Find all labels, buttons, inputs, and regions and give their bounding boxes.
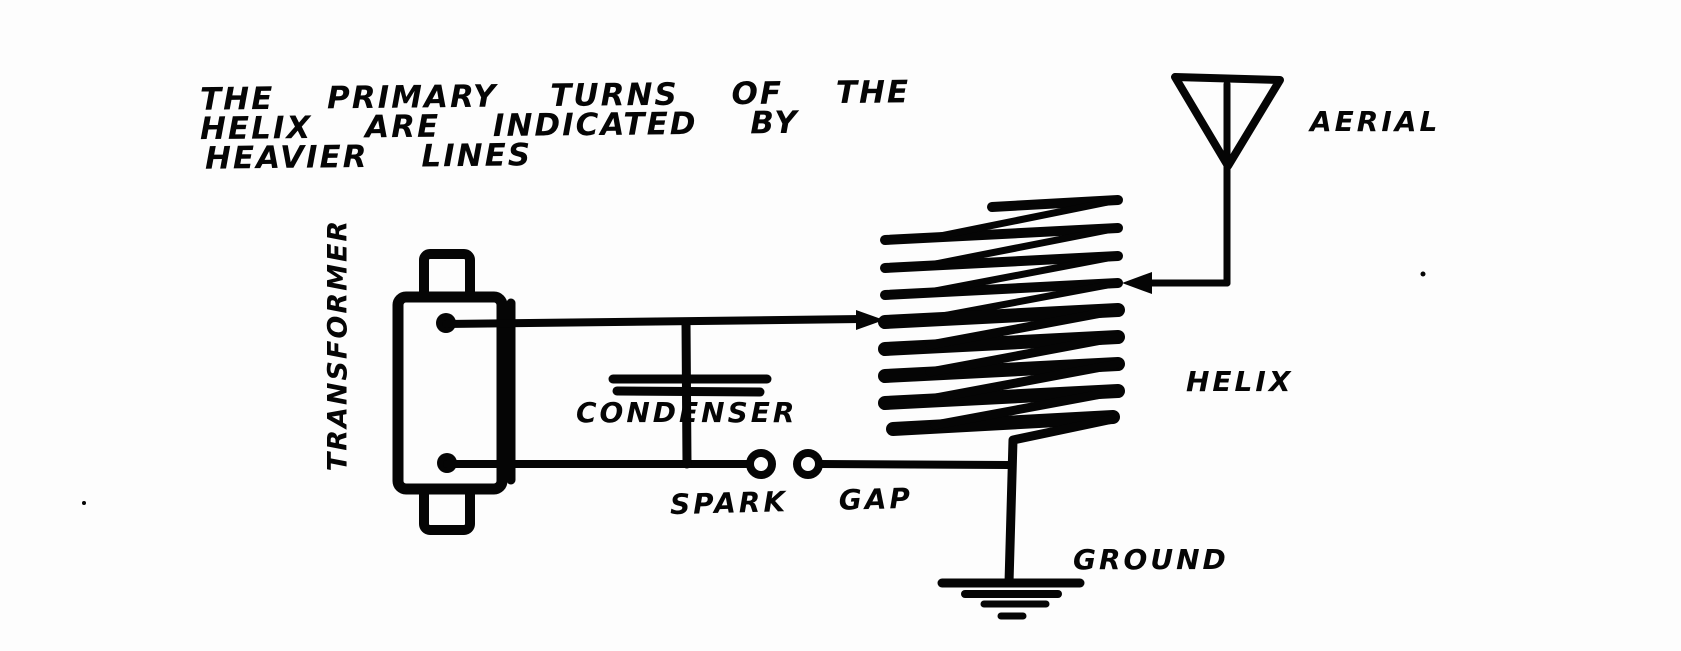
helix-coil-secondary-turns — [880, 195, 1123, 322]
aerial-arrowhead — [1122, 272, 1152, 294]
helix-return-heavy — [925, 332, 1123, 377]
ink-speck — [1420, 271, 1426, 277]
aerial-label: AERIAL — [1310, 105, 1441, 138]
helix-turn — [880, 223, 1123, 245]
helix-turn-heavy — [886, 410, 1120, 436]
helix-turn-heavy — [878, 303, 1125, 329]
helix-turn-heavy — [878, 384, 1125, 410]
spark-gap-symbol — [746, 449, 823, 479]
helix-return-heavy — [925, 359, 1123, 404]
helix-turn-heavy — [878, 357, 1125, 383]
bottom-wire-right — [816, 460, 1012, 469]
helix-turn-heavy — [878, 330, 1125, 356]
top-wire — [442, 315, 866, 328]
transformer-body — [392, 291, 508, 495]
helix-return — [926, 224, 1122, 269]
helix-turn — [880, 278, 1123, 300]
top-wire-arrowhead — [856, 310, 884, 330]
condenser-label: CONDENSER — [576, 396, 798, 429]
ground-symbol — [937, 578, 1085, 620]
wires — [442, 310, 1012, 469]
helix-ground-lead — [1004, 414, 1118, 588]
transformer-label: TRANSFORMER — [322, 218, 354, 472]
note-line-3: HEAVIER LINES — [204, 137, 533, 177]
scan-specks — [82, 271, 1426, 505]
aerial-triangle — [1171, 73, 1284, 170]
helix-label: HELIX — [1186, 365, 1294, 398]
spark-gap-ball-left — [746, 449, 776, 479]
helix-coil-primary-turns — [878, 303, 1125, 588]
helix-return — [926, 196, 1122, 242]
helix-return — [926, 252, 1122, 296]
condenser-symbol — [608, 317, 772, 469]
transformer-symbol — [392, 249, 516, 535]
helix-turn — [880, 251, 1123, 273]
helix-return-heavy — [925, 305, 1123, 350]
helix-return-heavy — [930, 386, 1123, 430]
spark-gap-label: SPARK GAP — [669, 481, 914, 522]
aerial-symbol — [1122, 73, 1284, 294]
ground-label: GROUND — [1073, 543, 1229, 576]
condenser-plate-bottom — [612, 386, 765, 397]
spark-gap-ball-right — [793, 449, 823, 479]
ink-speck — [82, 501, 86, 505]
